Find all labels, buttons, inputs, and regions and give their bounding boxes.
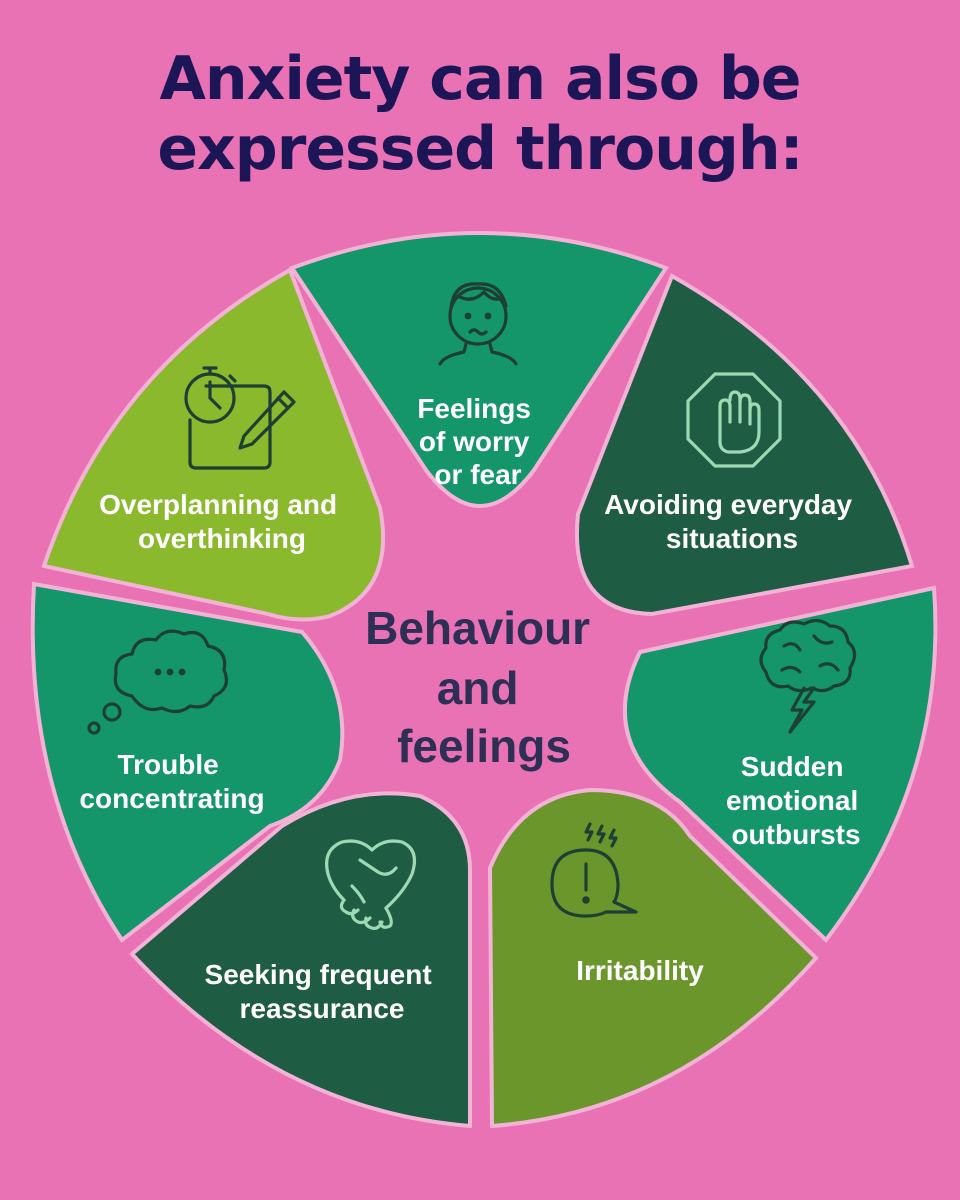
segment-overplanning: Overplanning and overthinking: [41, 267, 386, 622]
segment-irritability-label: Irritability: [576, 955, 704, 986]
segment-outbursts-line-1: Sudden: [741, 751, 844, 782]
segment-avoid-line-2: situations: [666, 523, 798, 554]
center-line-3: feelings: [397, 720, 571, 772]
segment-worry: Feelings of worry or fear: [288, 231, 670, 508]
segment-concentrating-label: Trouble concentrating: [79, 749, 264, 814]
segment-worry-line-2: of worry: [419, 426, 530, 457]
segment-reassurance-line-1: Seeking frequent: [205, 959, 432, 990]
thought-cloud-icon: [87, 629, 228, 735]
segment-worry-line-3: or fear: [434, 459, 521, 490]
title-line-1: Anxiety can also be: [159, 44, 802, 114]
segment-avoid-line-1: Avoiding everyday: [604, 489, 852, 520]
segment-overplanning-label: Overplanning and overthinking: [99, 489, 345, 554]
segment-reassurance: Seeking frequent reassurance: [129, 791, 472, 1129]
segment-avoid: Avoiding everyday situations: [575, 273, 915, 617]
handshake-icon: [325, 839, 416, 930]
segment-worry-label: Feelings of worry or fear: [417, 393, 538, 490]
segment-avoid-label: Avoiding everyday situations: [604, 489, 860, 554]
segment-irritability: Irritability: [487, 787, 819, 1129]
segment-outbursts-line-2: emotional: [726, 785, 858, 816]
exclamation-bubble-icon: [550, 822, 638, 918]
center-line-2: and: [437, 662, 519, 714]
brain-lightning-icon: [759, 618, 857, 734]
segment-concentrating-line-2: concentrating: [79, 783, 264, 814]
segment-reassurance-line-2: reassurance: [239, 993, 404, 1024]
segment-reassurance-label: Seeking frequent reassurance: [205, 959, 440, 1024]
segment-irritability-line-1: Irritability: [576, 955, 704, 986]
segment-concentrating-line-1: Trouble: [118, 749, 219, 780]
segment-outbursts-line-3: outbursts: [731, 819, 860, 850]
center-label: Behaviour and feelings: [365, 602, 603, 772]
title-line-2: expressed through:: [157, 114, 803, 184]
page-title: Anxiety can also be expressed through:: [0, 44, 960, 184]
worried-face-icon: [438, 282, 518, 366]
stop-hand-icon: [686, 372, 782, 468]
segment-outbursts: Sudden emotional outbursts: [622, 585, 938, 943]
center-line-1: Behaviour: [365, 602, 590, 654]
segment-worry-line-1: Feelings: [417, 393, 531, 424]
segment-outbursts-label: Sudden emotional outbursts: [726, 751, 866, 850]
segment-overplanning-line-2: overthinking: [138, 523, 306, 554]
segment-overplanning-line-1: Overplanning and: [99, 489, 337, 520]
stopwatch-notepad-icon: [184, 366, 296, 470]
segment-concentrating: Trouble concentrating: [30, 581, 345, 943]
